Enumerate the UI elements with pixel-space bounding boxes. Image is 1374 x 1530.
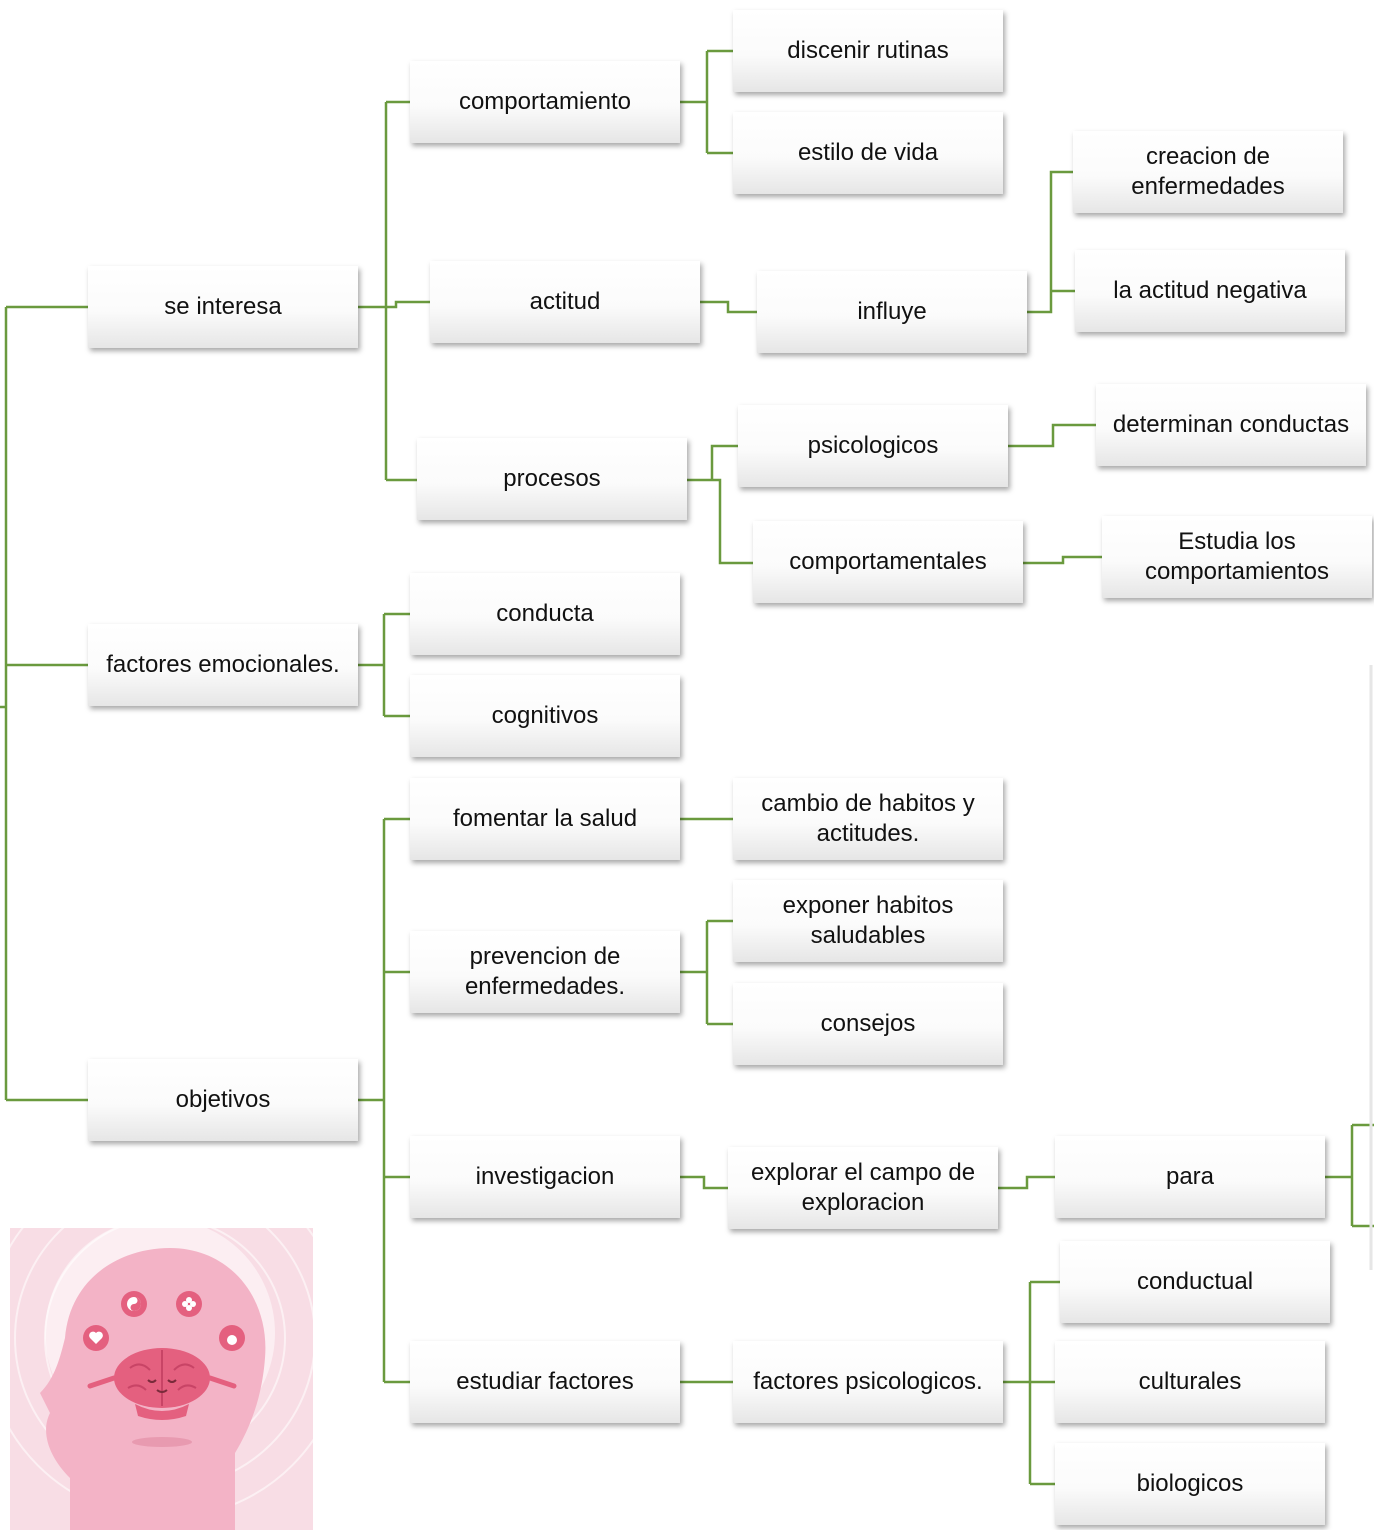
node-se-interesa: se interesa (88, 266, 358, 348)
connector-line (1027, 170, 1073, 314)
node-fomentar-salud: fomentar la salud (410, 778, 680, 860)
node-estudia-comportamientos: Estudia los comportamientos (1102, 516, 1372, 598)
node-creacion-enfermedades: creacion de enfermedades (1073, 131, 1343, 213)
node-estudiar-factores: estudiar factores (410, 1341, 680, 1423)
node-actitud: actitud (430, 261, 700, 343)
node-objetivos: objetivos (88, 1059, 358, 1141)
node-estilo-de-vida: estilo de vida (733, 112, 1003, 194)
connector-line (1008, 423, 1096, 448)
node-comportamentales: comportamentales (753, 521, 1023, 603)
node-para: para (1055, 1136, 1325, 1218)
node-influye: influye (757, 271, 1027, 353)
yin-yang-icon (121, 1291, 147, 1317)
node-explorar-campo: explorar el campo de exploracion (728, 1147, 998, 1229)
connector-line (680, 1175, 728, 1190)
node-conducta: conducta (410, 573, 680, 655)
connector-line (998, 1175, 1055, 1190)
node-actitud-negativa: la actitud negativa (1075, 250, 1345, 332)
node-cognitivos: cognitivos (410, 675, 680, 757)
node-prevencion: prevencion de enfermedades. (410, 931, 680, 1013)
connector-line (710, 444, 738, 480)
node-conductual: conductual (1060, 1241, 1330, 1323)
connector-line (386, 300, 430, 309)
node-factores-psicologicos: factores psicologicos. (733, 1341, 1003, 1423)
flower-icon (176, 1291, 202, 1317)
node-cambio-habitos: cambio de habitos y actitudes. (733, 778, 1003, 860)
node-biologicos: biologicos (1055, 1443, 1325, 1525)
apple-icon (219, 1325, 245, 1351)
node-psicologicos: psicologicos (738, 405, 1008, 487)
node-comportamiento: comportamiento (410, 61, 680, 143)
node-factores-emocionales: factores emocionales. (88, 624, 358, 706)
heart-icon (83, 1325, 109, 1351)
connector-line (712, 478, 753, 565)
meditating-brain-illustration (10, 1228, 313, 1530)
node-exponer-habitos: exponer habitos saludables (733, 880, 1003, 962)
node-culturales: culturales (1055, 1341, 1325, 1423)
connector-line (700, 300, 757, 314)
node-procesos: procesos (417, 438, 687, 520)
node-investigacion: investigacion (410, 1136, 680, 1218)
node-consejos: consejos (733, 983, 1003, 1065)
node-determinan-conductas: determinan conductas (1096, 384, 1366, 466)
node-discenir-rutinas: discenir rutinas (733, 10, 1003, 92)
connector-line (1023, 555, 1102, 565)
brain-figure (87, 1348, 237, 1420)
